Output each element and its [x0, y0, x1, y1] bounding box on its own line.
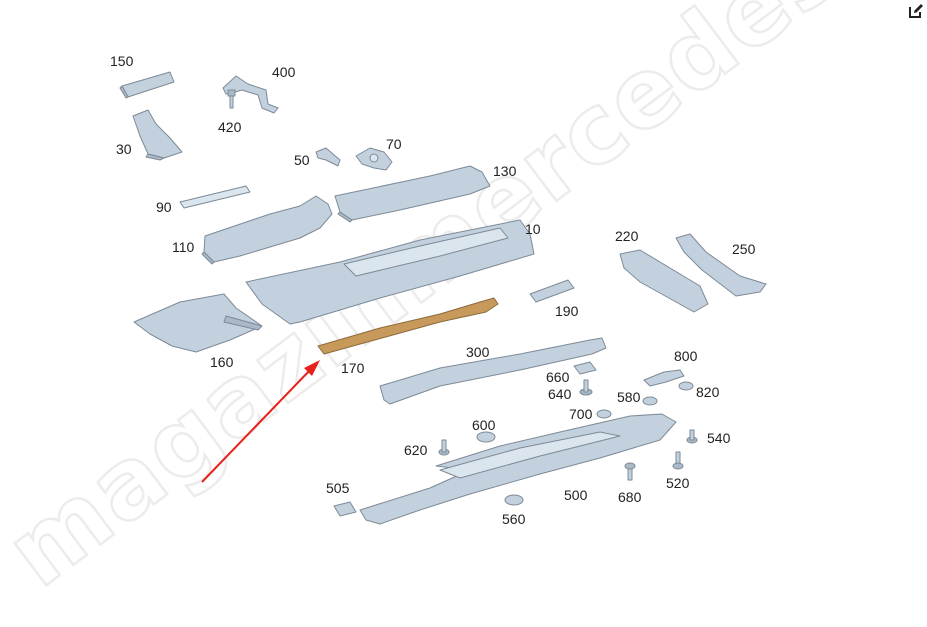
part-70[interactable] — [355, 147, 393, 171]
part-130[interactable] — [334, 165, 491, 223]
label-220: 220 — [615, 228, 639, 244]
label-300: 300 — [466, 344, 490, 360]
label-160: 160 — [210, 354, 234, 370]
part-540[interactable] — [686, 429, 698, 444]
label-70: 70 — [386, 136, 402, 152]
label-580: 580 — [617, 389, 641, 405]
part-220[interactable] — [619, 249, 709, 313]
part-520[interactable] — [672, 451, 684, 470]
label-540: 540 — [707, 430, 731, 446]
part-90[interactable] — [179, 185, 251, 209]
part-420[interactable] — [227, 89, 236, 109]
part-10[interactable] — [245, 219, 535, 325]
label-600: 600 — [472, 417, 496, 433]
part-190[interactable] — [529, 279, 575, 303]
part-800[interactable] — [643, 369, 685, 387]
part-660[interactable] — [573, 361, 597, 375]
part-505[interactable] — [333, 501, 357, 517]
part-820[interactable] — [678, 381, 694, 391]
label-10: 10 — [525, 221, 541, 237]
part-600[interactable] — [476, 431, 496, 443]
label-130: 130 — [493, 163, 517, 179]
label-640: 640 — [548, 386, 572, 402]
label-50: 50 — [294, 152, 310, 168]
label-420: 420 — [218, 119, 242, 135]
label-560: 560 — [502, 511, 526, 527]
part-170[interactable] — [317, 297, 499, 355]
label-520: 520 — [666, 475, 690, 491]
part-560[interactable] — [504, 494, 524, 506]
part-700[interactable] — [596, 409, 612, 419]
label-680: 680 — [618, 489, 642, 505]
part-50[interactable] — [315, 147, 341, 167]
part-680[interactable] — [624, 462, 636, 481]
label-700: 700 — [569, 406, 593, 422]
label-110: 110 — [172, 239, 195, 255]
label-400: 400 — [272, 64, 296, 80]
label-90: 90 — [156, 199, 172, 215]
label-190: 190 — [555, 303, 579, 319]
part-110[interactable] — [201, 195, 333, 265]
callout-labels: 150 400 420 30 50 70 130 90 110 10 220 2… — [110, 53, 756, 527]
label-500: 500 — [564, 487, 588, 503]
part-580[interactable] — [642, 396, 658, 406]
part-250[interactable] — [675, 233, 767, 297]
part-500[interactable] — [359, 413, 677, 525]
label-170: 170 — [341, 360, 365, 376]
part-620[interactable] — [438, 439, 450, 456]
part-300[interactable] — [379, 337, 607, 405]
label-505: 505 — [326, 480, 350, 496]
label-820: 820 — [696, 384, 720, 400]
part-30[interactable] — [132, 109, 183, 161]
edit-icon[interactable] — [907, 2, 925, 20]
part-160[interactable] — [133, 293, 263, 353]
label-150: 150 — [110, 53, 134, 69]
label-250: 250 — [732, 241, 756, 257]
part-150[interactable] — [119, 71, 175, 99]
label-800: 800 — [674, 348, 698, 364]
label-620: 620 — [404, 442, 428, 458]
label-30: 30 — [116, 141, 132, 157]
pointer-arrow — [201, 360, 320, 483]
label-660: 660 — [546, 369, 570, 385]
part-640[interactable] — [579, 379, 593, 396]
